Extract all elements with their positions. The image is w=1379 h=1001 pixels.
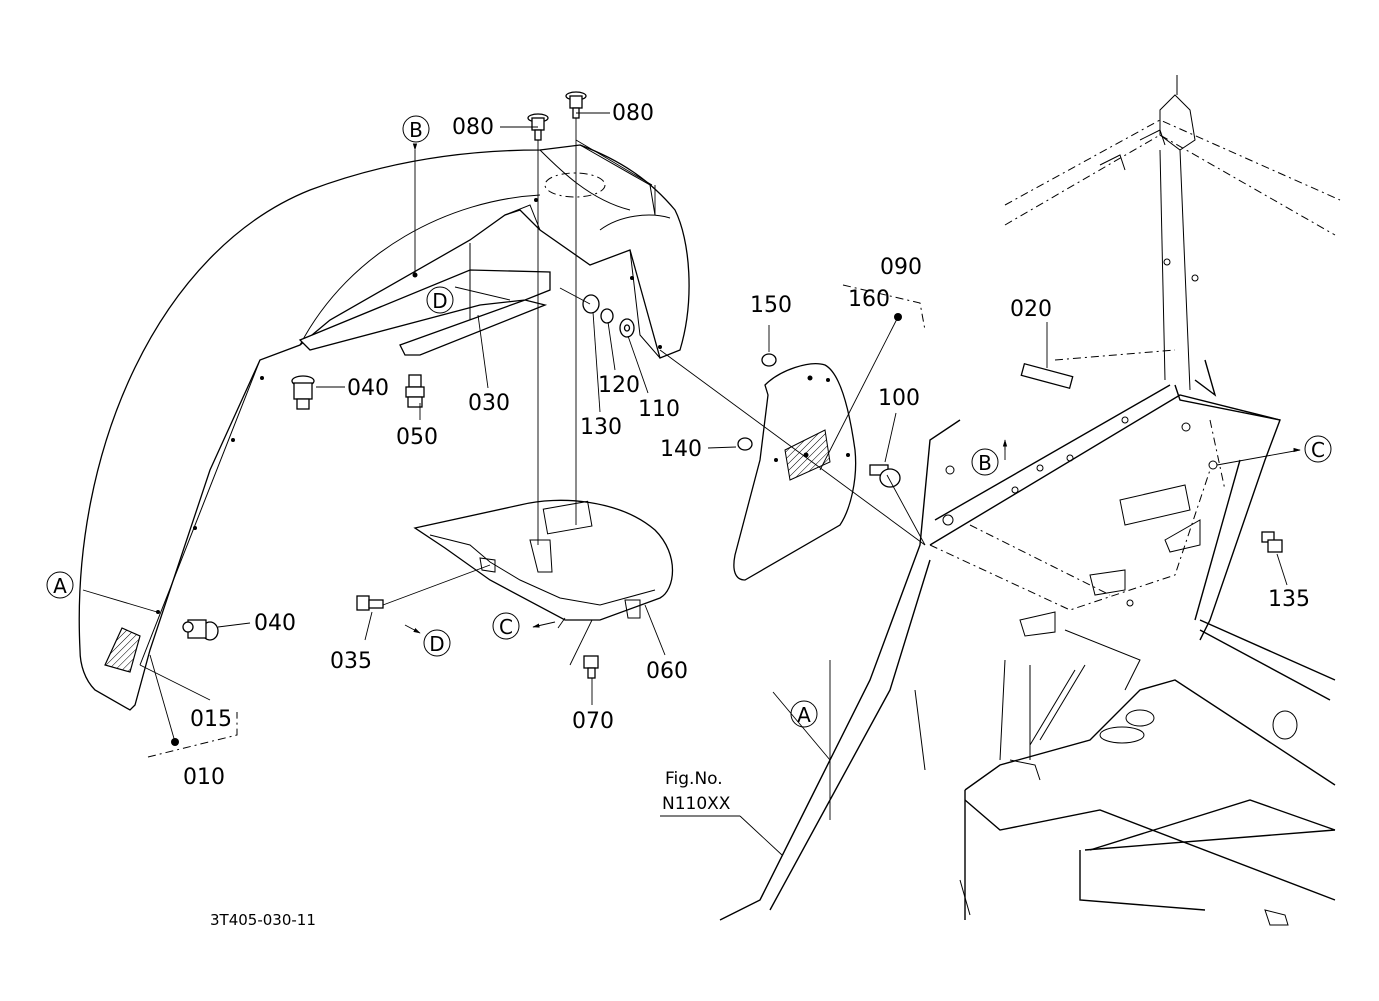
- bolt-040-lower: [182, 619, 219, 641]
- label-100: 100: [878, 386, 920, 411]
- label-070: 070: [572, 709, 614, 734]
- svg-text:D: D: [429, 632, 444, 656]
- bolt-050: [405, 374, 425, 408]
- svg-text:A: A: [53, 574, 67, 598]
- washer-120: [600, 308, 614, 324]
- nut-140: [737, 437, 753, 451]
- svg-text:B: B: [978, 451, 992, 475]
- label-010: 010: [183, 765, 225, 790]
- svg-text:C: C: [499, 615, 513, 639]
- svg-text:D: D: [432, 289, 447, 313]
- bracket-030: [298, 243, 551, 356]
- ref-marker-a-left: A: [46, 571, 74, 599]
- nut-130: [582, 294, 600, 314]
- label-140: 140: [660, 437, 702, 462]
- label-120: 120: [598, 373, 640, 398]
- bolt-080-right: [565, 91, 587, 119]
- svg-text:A: A: [797, 703, 811, 727]
- ref-marker-b-top: B: [402, 115, 430, 143]
- label-135: 135: [1268, 587, 1310, 612]
- figure-reference[interactable]: Fig.No. N110XX: [662, 769, 731, 814]
- bolt-040-upper: [291, 375, 315, 410]
- label-110: 110: [638, 397, 680, 422]
- ref-marker-c-bottom: C: [492, 612, 520, 640]
- ref-marker-d-top: D: [426, 286, 454, 314]
- part-labels: 080 080 040 040 050 030 130 120 110 150 …: [183, 101, 1310, 790]
- bolt-070: [583, 655, 599, 679]
- fender: [78, 144, 690, 711]
- svg-text:C: C: [1311, 438, 1325, 462]
- label-030: 030: [468, 391, 510, 416]
- label-080-right: 080: [612, 101, 654, 126]
- leader-lines: [139, 112, 1301, 856]
- reflector: [104, 627, 141, 673]
- inner-cover: [413, 499, 674, 621]
- label-150: 150: [750, 293, 792, 318]
- label-060: 060: [646, 659, 688, 684]
- figure-ref-code[interactable]: N110XX: [662, 794, 731, 814]
- mud-guard-plate: [733, 363, 857, 581]
- label-080-left: 080: [452, 115, 494, 140]
- label-130: 130: [580, 415, 622, 440]
- bar-020: [1020, 362, 1074, 390]
- label-020: 020: [1010, 297, 1052, 322]
- figure-ref-title: Fig.No.: [665, 769, 723, 789]
- ref-marker-a-frame: A: [790, 700, 818, 728]
- tractor-frame: [719, 75, 1341, 926]
- ref-marker-b-frame: B: [971, 448, 999, 476]
- label-015: 015: [190, 707, 232, 732]
- bolt-135: [1261, 531, 1283, 553]
- label-160: 160: [848, 287, 890, 312]
- label-090: 090: [880, 255, 922, 280]
- svg-text:B: B: [409, 118, 423, 142]
- drawing-number: 3T405-030-11: [210, 911, 316, 929]
- ref-marker-d-bottom: D: [423, 629, 451, 657]
- assembly-lines: [82, 118, 1301, 820]
- label-040-upper: 040: [347, 376, 389, 401]
- ref-marker-c-frame: C: [1304, 435, 1332, 463]
- label-040-lower: 040: [254, 611, 296, 636]
- bolt-035: [356, 595, 384, 611]
- reference-markers: B D A D C B C A: [46, 115, 1332, 728]
- bolt-100: [869, 464, 901, 488]
- label-035: 035: [330, 649, 372, 674]
- nut-150: [761, 353, 777, 367]
- label-050: 050: [396, 425, 438, 450]
